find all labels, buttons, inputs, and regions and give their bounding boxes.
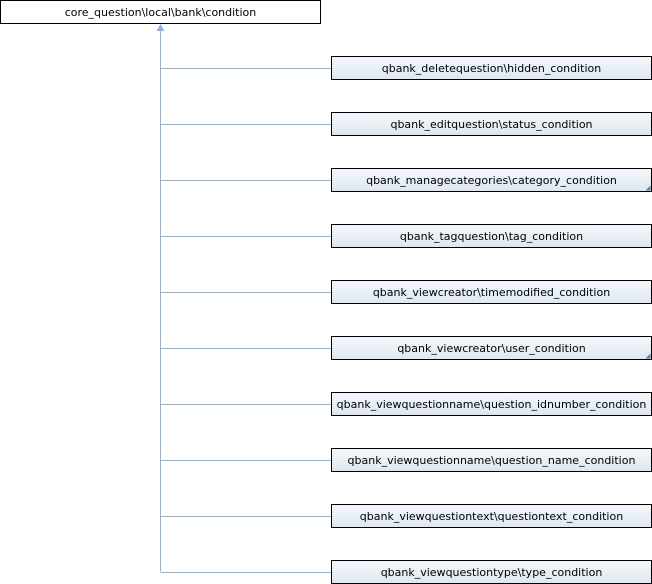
derived-class-node[interactable]: qbank_viewquestionname\question_idnumber… xyxy=(331,392,652,416)
derived-class-label: qbank_viewquestiontext\questiontext_cond… xyxy=(360,510,623,523)
base-class-label: core_question\local\bank\condition xyxy=(65,6,257,19)
collapsed-children-marker-icon[interactable] xyxy=(645,353,651,359)
base-class-node[interactable]: core_question\local\bank\condition xyxy=(0,0,321,24)
derived-class-label: qbank_viewquestionname\question_idnumber… xyxy=(337,398,647,411)
derived-class-label: qbank_viewquestiontype\type_condition xyxy=(381,566,603,579)
derived-class-list: qbank_deletequestion\hidden_conditionqba… xyxy=(331,56,652,584)
derived-class-label: qbank_managecategories\category_conditio… xyxy=(366,174,617,187)
derived-class-label: qbank_editquestion\status_condition xyxy=(390,118,592,131)
derived-class-node[interactable]: qbank_viewcreator\user_condition xyxy=(331,336,652,360)
derived-class-node[interactable]: qbank_tagquestion\tag_condition xyxy=(331,224,652,248)
derived-class-node[interactable]: qbank_viewquestiontext\questiontext_cond… xyxy=(331,504,652,528)
inheritance-edges xyxy=(156,24,332,573)
inheritance-arrowhead xyxy=(156,24,165,31)
derived-class-node[interactable]: qbank_managecategories\category_conditio… xyxy=(331,168,652,192)
derived-class-node[interactable]: qbank_deletequestion\hidden_condition xyxy=(331,56,652,80)
derived-class-label: qbank_deletequestion\hidden_condition xyxy=(382,62,602,75)
derived-class-label: qbank_viewcreator\user_condition xyxy=(397,342,585,355)
derived-class-node[interactable]: qbank_viewcreator\timemodified_condition xyxy=(331,280,652,304)
collapsed-children-marker-icon[interactable] xyxy=(645,185,651,191)
derived-class-label: qbank_tagquestion\tag_condition xyxy=(400,230,583,243)
derived-class-node[interactable]: qbank_viewquestionname\question_name_con… xyxy=(331,448,652,472)
derived-class-node[interactable]: qbank_viewquestiontype\type_condition xyxy=(331,560,652,584)
base-class-box xyxy=(0,0,321,24)
derived-class-node[interactable]: qbank_editquestion\status_condition xyxy=(331,112,652,136)
derived-class-label: qbank_viewcreator\timemodified_condition xyxy=(373,286,610,299)
derived-class-label: qbank_viewquestionname\question_name_con… xyxy=(348,454,636,467)
